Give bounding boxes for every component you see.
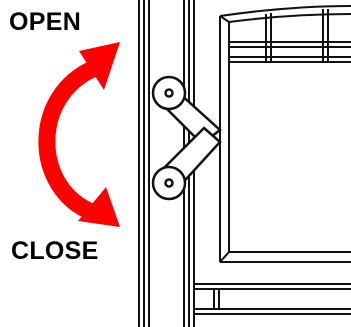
arrow-up-right-icon [79, 42, 120, 90]
lever-handle [151, 75, 222, 201]
rotation-arrow [38, 42, 120, 227]
window-pane [219, 5, 351, 263]
door-frame [138, 0, 351, 327]
open-label: OPEN [9, 8, 82, 36]
arrow-down-right-icon [78, 187, 120, 227]
rotation-arc [38, 60, 99, 221]
close-label: CLOSE [11, 237, 99, 265]
